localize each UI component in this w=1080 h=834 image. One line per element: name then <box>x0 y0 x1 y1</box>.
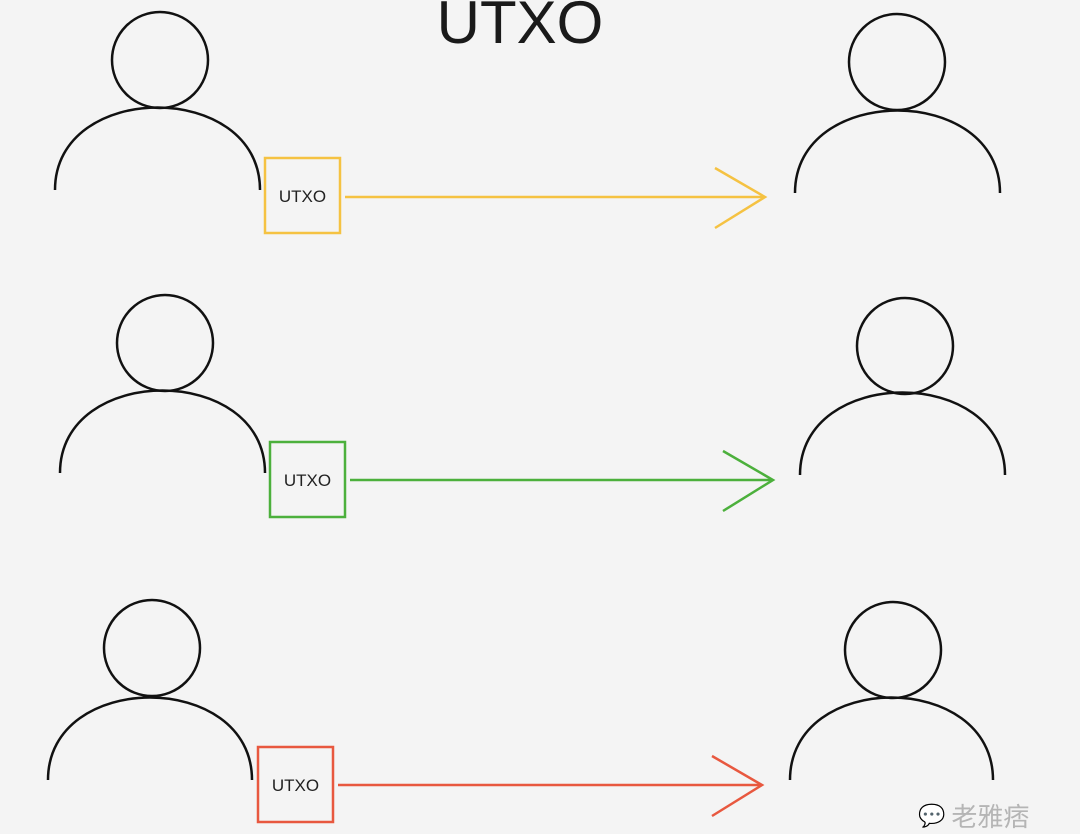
utxo-box-label: UTXO <box>284 471 331 490</box>
person-body <box>798 391 1007 476</box>
arrowhead-icon <box>722 449 776 513</box>
person-body <box>793 109 1002 194</box>
person-body <box>58 389 267 474</box>
utxo-box <box>256 745 335 824</box>
arrowhead-icon <box>711 754 765 818</box>
person-head <box>110 10 210 110</box>
watermark: 💬 老雅痞 <box>918 797 1029 834</box>
utxo-box <box>263 156 342 235</box>
transfer-row-3: UTXO <box>46 598 995 824</box>
receiver-person-icon <box>788 600 995 781</box>
watermark-text: 老雅痞 <box>951 802 1030 832</box>
transfer-row-2: UTXO <box>58 293 1007 519</box>
utxo-box-label: UTXO <box>272 776 319 795</box>
arrowhead-icon <box>714 166 768 230</box>
transfer-row-1: UTXO <box>53 10 1002 235</box>
person-body <box>788 696 995 781</box>
sender-person-icon <box>46 598 254 781</box>
person-head <box>115 293 215 393</box>
sender-person-icon <box>53 10 262 191</box>
diagram-title: UTXO <box>436 0 604 56</box>
person-head <box>102 598 202 698</box>
person-body <box>46 696 254 781</box>
person-body <box>53 106 262 191</box>
receiver-person-icon <box>798 296 1007 476</box>
receiver-person-icon <box>793 12 1002 194</box>
person-head <box>843 600 943 700</box>
utxo-box-label: UTXO <box>279 187 326 206</box>
sender-person-icon <box>58 293 267 474</box>
utxo-box <box>268 440 347 519</box>
person-head <box>855 296 955 396</box>
person-head <box>847 12 947 112</box>
wechat-icon: 💬 <box>918 802 946 828</box>
